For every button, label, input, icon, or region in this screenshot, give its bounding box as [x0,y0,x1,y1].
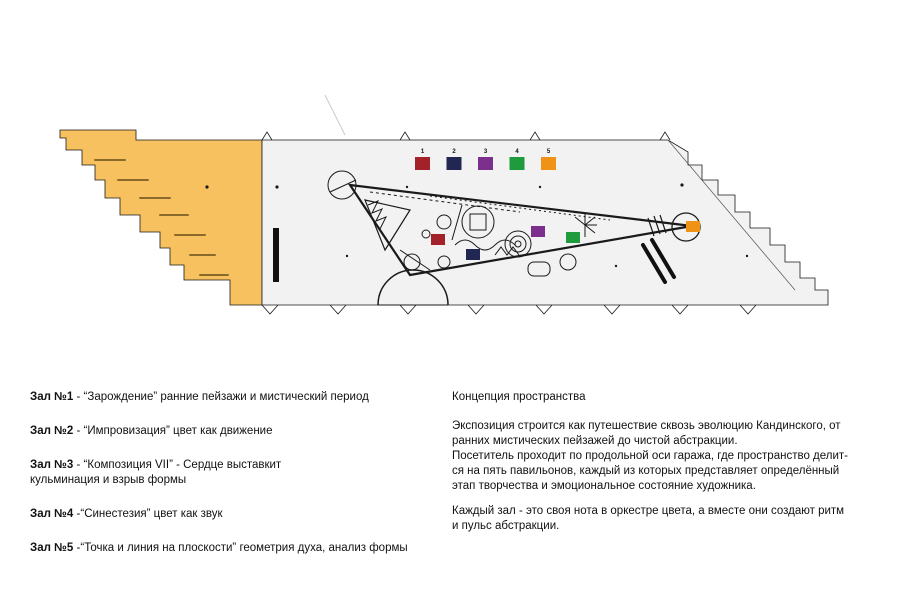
concept-line: Экспозиция строится как путешествие скво… [452,420,841,432]
hall-item-1: Зал №1 - “Зарождение” ранние пейзажи и м… [30,390,440,405]
wall-bars-diagonal [641,238,676,284]
yellow-zone [59,129,263,306]
hall-label: Зал №2 [30,425,74,437]
concept-paragraph-1: Экспозиция строится как путешествие скво… [452,419,872,494]
hall-description: - “Импровизация” цвет как движение [76,425,273,437]
swatch-3 [478,157,493,170]
color-swatch-row: 1 2 3 4 5 [415,149,556,170]
hall-description: -“Синестезия” цвет как звук [76,508,223,520]
hall-item-2: Зал №2 - “Импровизация” цвет как движени… [30,424,440,439]
hall-item-3: Зал №3 - “Композиция VII” - Сердце выста… [30,458,440,488]
hall-description: - “Композиция VII” - Сердце выставкит [76,459,282,471]
concept-line: ся на пять павильонов, каждый из которых… [452,465,840,477]
hall-item-4: Зал №4 -“Синестезия” цвет как звук [30,507,440,522]
wall-bar-left [273,228,279,282]
hall-marker-3 [531,226,545,237]
hall-marker-1 [431,234,445,245]
concept-title: Концепция пространства [452,391,586,403]
exposition-composition [327,170,701,306]
concept-block: Концепция пространства Экспозиция строит… [452,390,872,542]
hall-description: кульминация и взрыв формы [30,474,187,486]
hall-markers [431,221,700,260]
hall-marker-5 [686,221,700,232]
swatch-number-1: 1 [421,149,425,155]
hall-description: - “Зарождение” ранние пейзажи и мистичес… [76,391,369,403]
swatch-number-4: 4 [515,149,519,155]
concept-line: Каждый зал - это своя нота в оркестре цв… [452,505,845,517]
swatch-2 [446,157,462,170]
diagonal-wall-line [667,139,796,291]
hall-label: Зал №3 [30,459,74,471]
yellow-zone-marks [94,159,229,276]
concept-line: Посетитель проходит по продольной оси га… [452,450,848,462]
swatch-4 [509,157,525,170]
hall-label: Зал №4 [30,508,74,520]
swatch-number-3: 3 [484,149,488,155]
dimension-line [324,94,346,136]
grid-dots [205,183,749,268]
column-marks-bottom [261,304,757,315]
hall-description: -“Точка и линия на плоскости” геометрия … [76,542,408,554]
concept-line: и пульс абстракции. [452,520,560,532]
hall-label: Зал №5 [30,542,74,554]
hall-label: Зал №1 [30,391,74,403]
swatch-number-2: 2 [452,149,456,155]
hall-marker-2 [466,249,480,260]
halls-list: Зал №1 - “Зарождение” ранние пейзажи и м… [30,390,440,575]
column-marks-top [261,131,671,141]
hall-marker-4 [566,232,580,243]
concept-line: этап творчества и эмоциональное состояни… [452,480,756,492]
exhibition-floor-plan: 1 2 3 4 5 [59,94,829,315]
swatch-5 [541,157,556,170]
swatch-1 [415,157,430,170]
concept-paragraph-2: Каждый зал - это своя нота в оркестре цв… [452,504,872,534]
swatch-number-5: 5 [547,149,551,155]
concept-line: ранних мистических пейзажей до чистой аб… [452,435,738,447]
hall-item-5: Зал №5 -“Точка и линия на плоскости” гео… [30,541,440,556]
